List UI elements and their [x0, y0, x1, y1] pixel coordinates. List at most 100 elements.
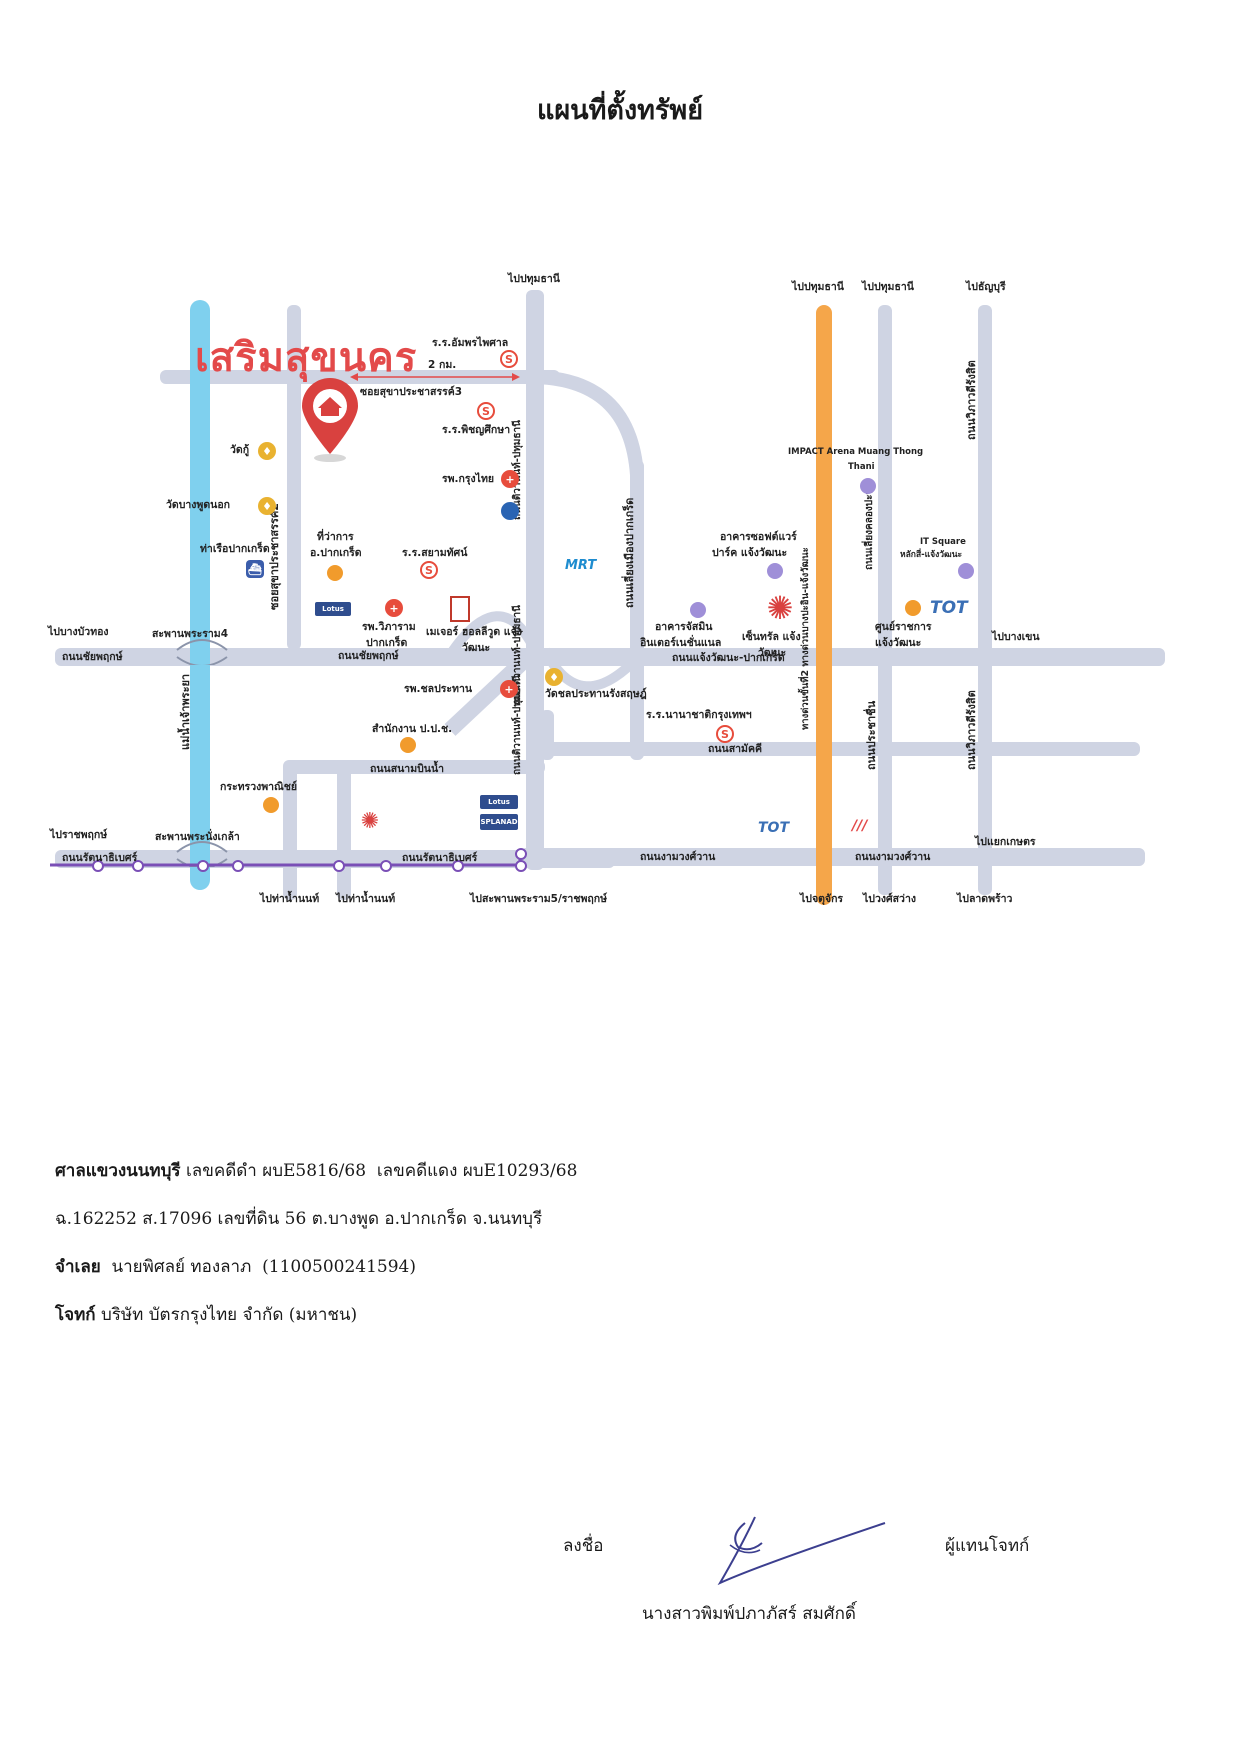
place-jasmine: อาคารจัสมิน — [655, 621, 713, 633]
bridge-phranangklao — [176, 841, 228, 867]
distance-arrow — [350, 373, 520, 381]
road-label-samakkhi: ถนนสามัคคี — [708, 743, 762, 755]
place-central-2: วัฒนะ — [758, 647, 787, 659]
place-govcenter-2: แจ้งวัฒนะ — [875, 637, 922, 649]
tot-logo-1: TOT — [930, 598, 968, 618]
road-label-soi2: ซอยสุขาประชาสรรค์2 — [268, 503, 281, 610]
plaintiff-line: โจทก์ บริษัท บัตรกรุงไทย จำกัด (มหาชน) — [55, 1301, 357, 1328]
plaintiff-name: บริษัท บัตรกรุงไทย จำกัด (มหาชน) — [101, 1305, 358, 1325]
tot-logo-2: TOT — [758, 820, 790, 836]
place-nanachat: ร.ร.นานาชาติกรุงเทพฯ — [646, 709, 752, 721]
temple-icon: ♦ — [258, 442, 276, 460]
road-label-vibhavadi-2: ถนนวิภาวดีรังสิต — [965, 690, 978, 770]
road-label-river: แม่น้ำเจ้าพระยา — [179, 673, 192, 750]
label-to-thanon-2: ไปท่าน้ำนนท์ — [336, 893, 396, 905]
lotus-logo-2: Lotus — [480, 795, 518, 809]
road-label-rattanathibet-c: ถนนรัตนาธิเบศร์ — [402, 852, 478, 864]
label-to-yaekkaset: ไปแยกเกษตร — [975, 836, 1036, 848]
road-label-ngamwongwan-c: ถนนงามวงศ์วาน — [640, 851, 716, 863]
ttt-logo: /// — [852, 818, 868, 834]
central-logo-east: ✺ — [766, 589, 794, 627]
river — [190, 300, 210, 890]
place-impact: IMPACT Arena Muang Thong — [788, 447, 924, 457]
station-2 — [132, 860, 144, 872]
place-wiharam-2: ปากเกร็ด — [366, 637, 408, 649]
temple-icon: ♦ — [258, 497, 276, 515]
station-4 — [232, 860, 244, 872]
road-label-bypass: ถนนเลี่ยงเมืองปากเกร็ด — [623, 497, 636, 608]
place-district-2: อ.ปากเกร็ด — [310, 547, 362, 559]
place-major-2: วัฒนะ — [462, 642, 491, 654]
black-number: ผบE5816/68 — [262, 1161, 367, 1181]
label-to-pathum-e1: ไปปทุมธานี — [792, 281, 844, 293]
major-logo — [450, 596, 470, 622]
school-icon: S — [500, 350, 518, 368]
place-itsquare: IT Square — [920, 537, 966, 547]
lotus-logo-1: Lotus — [315, 602, 351, 616]
place-wat-chonprathan: วัดชลประทานรังสฤษฎ์ — [545, 688, 647, 700]
red-label: เลขคดีแดง — [376, 1161, 458, 1181]
road-label-papa: ถนนเลี่ยงคลองปะปา — [864, 482, 875, 570]
label-to-pathum-e2: ไปปทุมธานี — [862, 281, 914, 293]
road-vibhavadi — [978, 305, 992, 895]
place-software-park-2: ปาร์ค แจ้งวัฒนะ — [712, 547, 788, 559]
road-label-pracha-chuen: ถนนประชาชื่น — [865, 700, 878, 770]
defendant-label: จำเลย — [55, 1257, 101, 1277]
place-sayanusorn: ร.ร.สยามทัศน์ — [402, 547, 468, 559]
road-label-vibhavadi-1: ถนนวิภาวดีรังสิต — [965, 360, 978, 440]
label-to-thanyaburi: ไปธัญบุรี — [966, 281, 1006, 293]
place-pichayasuksa: ร.ร.พิชญศึกษา — [442, 424, 511, 436]
road-label-rama4-bridge: สะพานพระราม4 — [152, 628, 229, 640]
road-label-rattanathibet-w: ถนนรัตนาธิเบศร์ — [62, 852, 138, 864]
label-to-chatuchak: ไปจตุจักร — [800, 893, 844, 905]
label-to-ladprao: ไปลาดพร้าว — [957, 893, 1013, 905]
place-jasmine-2: อินเตอร์เนชั่นแนล — [640, 637, 722, 649]
road-label-ngamwongwan-e: ถนนงามวงศ์วาน — [855, 851, 931, 863]
school-icon: S — [477, 402, 495, 420]
district-marker — [327, 565, 343, 581]
central-logo-west: ✺ — [360, 809, 380, 834]
hospital-icon: + — [501, 470, 519, 488]
place-software-park: อาคารซอฟต์แวร์ — [720, 531, 797, 543]
place-wiharam: รพ.วิภาราม — [362, 621, 416, 633]
road-pracha-chuen — [878, 305, 892, 895]
place-office-pps: สำนักงาน ป.ป.ช. — [372, 723, 453, 735]
location-map: เสริมสุขนคร 2 กม. ไปปทุมธานี ไปปทุมธานี … — [40, 273, 1200, 1030]
station-3 — [197, 860, 209, 872]
place-govcenter: ศูนย์ราชการ — [875, 621, 932, 633]
place-chonprathan-hosp: รพ.ชลประทาน — [404, 683, 473, 695]
hospital-icon: + — [500, 680, 518, 698]
expressway — [816, 305, 832, 905]
mrt-logo: MRT — [565, 558, 597, 573]
hospital-icon: + — [385, 599, 403, 617]
road-tiwanon — [526, 290, 544, 870]
road-bypass — [630, 460, 644, 760]
impact-marker — [860, 478, 876, 494]
place-wat-gu: วัดกู้ — [230, 444, 250, 456]
road-ngamwongwan — [520, 848, 1145, 866]
road-soi2 — [287, 305, 301, 650]
office-marker — [400, 737, 416, 753]
label-to-pathum-center: ไปปทุมธานี — [508, 273, 560, 285]
station-end — [515, 848, 527, 860]
road-label-soi3: ซอยสุขาประชาสรรค์3 — [360, 386, 463, 398]
place-central: เซ็นทรัล แจ้ง — [742, 631, 801, 643]
case-line: ศาลแขวงนนทบุรี เลขคดีดำ ผบE5816/68 เลขคด… — [55, 1157, 577, 1184]
software-park-marker — [767, 563, 783, 579]
place-krungthai-hosp: รพ.กรุงไทย — [442, 473, 495, 485]
label-to-bangkhen: ไปบางเขน — [992, 631, 1040, 643]
station-6 — [380, 860, 392, 872]
road-label-sanambinnam: ถนนสนามบินน้ำ — [370, 763, 445, 775]
deed-line: ฉ.162252 ส.17096 เลขที่ดิน 56 ต.บางพูด อ… — [55, 1209, 543, 1229]
boat-icon: ⛴ — [246, 560, 264, 578]
place-pier: ท่าเรือปากเกร็ด — [200, 543, 270, 555]
station-8 — [515, 860, 527, 872]
defendant-line: จำเลย นายพิศลย์ ทองลาภ (1100500241594) — [55, 1253, 416, 1280]
signature-image — [717, 1516, 886, 1586]
label-to-thanon-1: ไปท่าน้ำนนท์ — [260, 893, 320, 905]
place-itsquare-2: หลักสี่-แจ้งวัฒนะ — [900, 550, 963, 560]
signer-name: นางสาวพิมพ์ปภาภัสร์ สมศักดิ์ — [642, 1604, 856, 1624]
defendant-id: (1100500241594) — [262, 1257, 416, 1277]
court-name: ศาลแขวงนนทบุรี — [55, 1161, 181, 1181]
road-label-chaiyaphruek-w: ถนนชัยพฤกษ์ — [62, 651, 123, 663]
